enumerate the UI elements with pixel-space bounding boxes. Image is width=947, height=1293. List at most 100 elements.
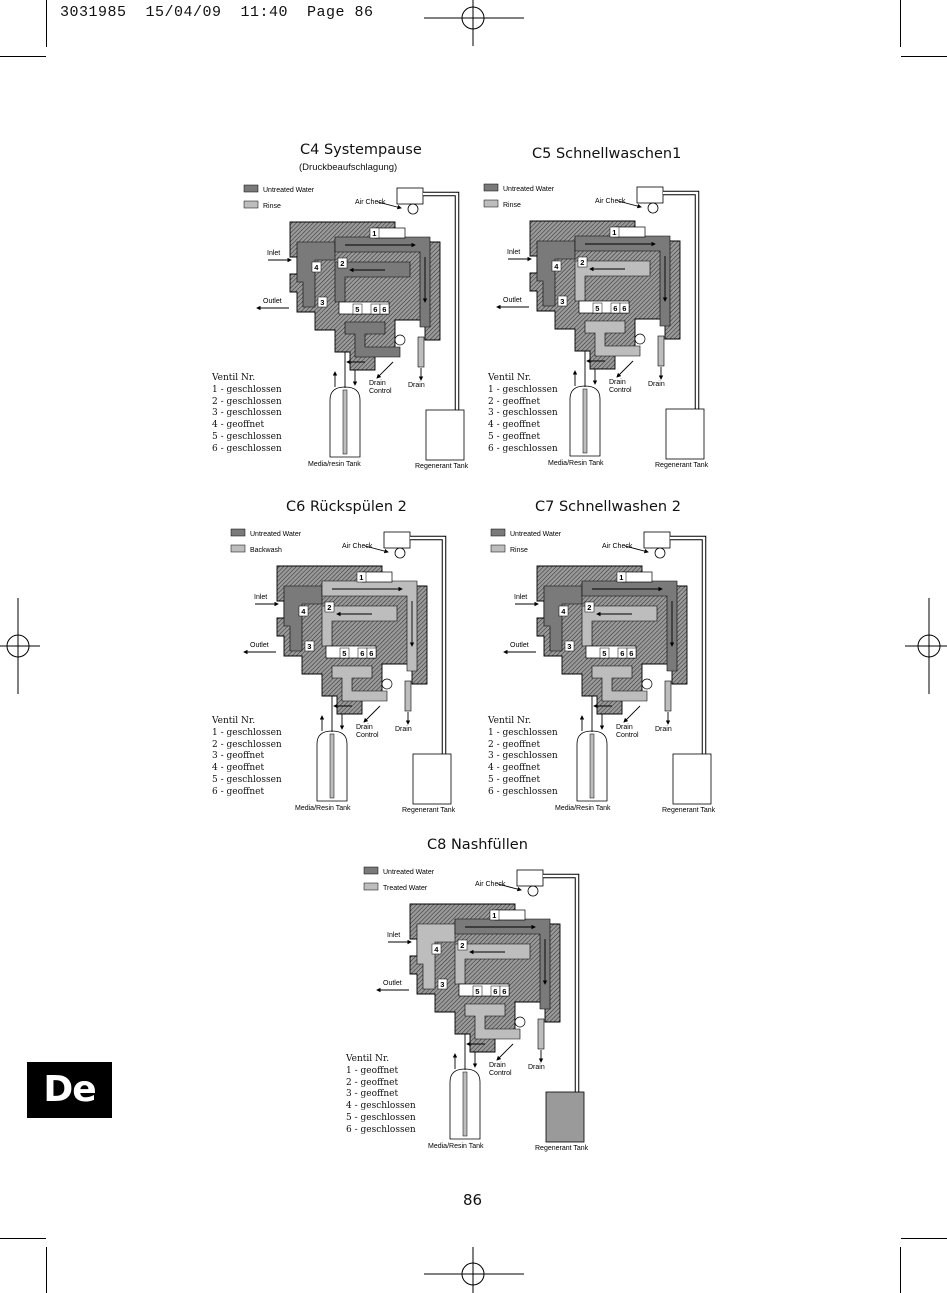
valve-number: 1 (359, 573, 363, 582)
regenerant-tank-label: Regenerant Tank (415, 463, 469, 470)
valve-list-title: Ventil Nr. (488, 373, 532, 383)
valve-number-box (499, 985, 510, 997)
valve-number-box (304, 640, 315, 652)
inlet-label: Inlet (514, 594, 527, 601)
air-check-housing (383, 531, 411, 549)
brine-line-inner (663, 191, 699, 436)
inlet-label: Inlet (254, 594, 267, 601)
brine-line-inner (410, 536, 446, 781)
media-tank-riser (329, 733, 335, 799)
crop-mark-top-right-h (901, 56, 947, 57)
air-check-label: Air Check (595, 198, 626, 205)
valve-state: 6 - geoffnet (212, 786, 265, 797)
media-tank-label: Media/Resin Tank (428, 1143, 484, 1150)
valve-number-box (564, 640, 575, 652)
flow-arrow (497, 883, 522, 892)
valve-number: 6 (622, 304, 626, 313)
valve-state: 2 - geschlossen (212, 396, 282, 407)
valve-number: 4 (314, 263, 319, 272)
valve-number: 6 (502, 987, 506, 996)
drain-passage (464, 1003, 521, 1040)
valve-number-box (431, 943, 442, 955)
legend-label: Untreated Water (503, 186, 555, 193)
language-tab: De (27, 1062, 112, 1118)
valve-number: 6 (493, 987, 497, 996)
regenerant-tank (672, 753, 712, 805)
middle-passage (334, 261, 411, 303)
legend-label: Untreated Water (383, 869, 435, 876)
valve-list-c7: Ventil Nr. 1 - geschlossen 2 - geoffnet … (488, 716, 558, 799)
legend-label: Rinse (510, 547, 528, 554)
valve-number-box (339, 647, 350, 659)
air-check-housing (643, 531, 671, 549)
valve-number-box (337, 257, 348, 269)
air-check-ball (527, 885, 539, 897)
brine-line-inner (670, 536, 706, 781)
valve-number: 6 (360, 649, 364, 658)
air-check-housing (636, 186, 664, 204)
valve-state: 6 - geschlossen (488, 443, 558, 454)
valve-state: 4 - geoffnet (212, 420, 265, 431)
valve-number: 5 (355, 305, 359, 314)
valve-1-cap (494, 909, 526, 921)
valve-number-box (472, 985, 483, 997)
air-check-housing (516, 869, 544, 887)
flow-arrow (376, 361, 394, 379)
flow-arrow (616, 360, 634, 378)
media-tank-riser (462, 1071, 468, 1137)
valve-number-box (551, 260, 562, 272)
valve-number-box (577, 256, 588, 268)
legend-label: Rinse (263, 203, 281, 210)
brine-line-inner (543, 874, 579, 1119)
diagram-title-c7: C7 Schnellwashen 2 (535, 499, 681, 515)
valve-number-box (592, 302, 603, 314)
valve-number: 2 (580, 258, 584, 267)
valve-number-box (557, 295, 568, 307)
registration-mark-bottom (424, 1247, 524, 1293)
air-check-housing (396, 187, 424, 205)
valve-state: 3 - geschlossen (488, 751, 558, 762)
diagram-title-c5: C5 Schnellwaschen1 (532, 146, 682, 162)
crop-mark-top-left-v (46, 0, 47, 47)
outlet-label: Outlet (383, 980, 402, 987)
diagram-title-c8: C8 Nashfüllen (427, 837, 528, 853)
legend-label: Untreated Water (263, 187, 315, 194)
valve-number-box (489, 909, 500, 921)
valve-number: 4 (301, 607, 306, 616)
valve-number: 6 (369, 649, 373, 658)
valve-number: 3 (567, 642, 571, 651)
diagram-title-c4: C4 Systempause (300, 142, 422, 158)
valve-number-box (609, 226, 620, 238)
regenerant-tank-label: Regenerant Tank (535, 1145, 589, 1152)
valve-number-box (619, 302, 630, 314)
legend-swatch-untreated (483, 183, 499, 192)
regenerant-tank-label: Regenerant Tank (655, 462, 709, 469)
middle-passage (454, 943, 531, 985)
valve-number: 5 (595, 304, 599, 313)
valve-number-box (311, 261, 322, 273)
top-passage (574, 235, 671, 327)
valve-state: 1 - geschlossen (212, 384, 282, 395)
diagram-subtitle-c4: (Druckbeaufschlagung) (299, 162, 398, 173)
valve-number: 1 (492, 911, 496, 920)
valve-1-cap (374, 227, 406, 239)
valve-state: 2 - geschlossen (212, 739, 282, 750)
page-number: 86 (463, 1191, 483, 1209)
valve-1-cap (361, 571, 393, 583)
valve-state: 2 - geoffnet (488, 739, 541, 750)
valve-state: 3 - geoffnet (212, 751, 265, 762)
regenerant-tank (665, 408, 705, 460)
valve-state: 4 - geoffnet (212, 763, 265, 774)
regenerant-tank (412, 753, 452, 805)
middle-passage (581, 605, 658, 647)
valve-number: 3 (440, 980, 444, 989)
media-tank-riser (342, 389, 348, 455)
top-passage (321, 580, 418, 672)
valve-state: 5 - geschlossen (346, 1112, 416, 1123)
air-check-label: Air Check (475, 881, 506, 888)
air-check-label: Air Check (602, 543, 633, 550)
air-check-ball (407, 203, 419, 215)
